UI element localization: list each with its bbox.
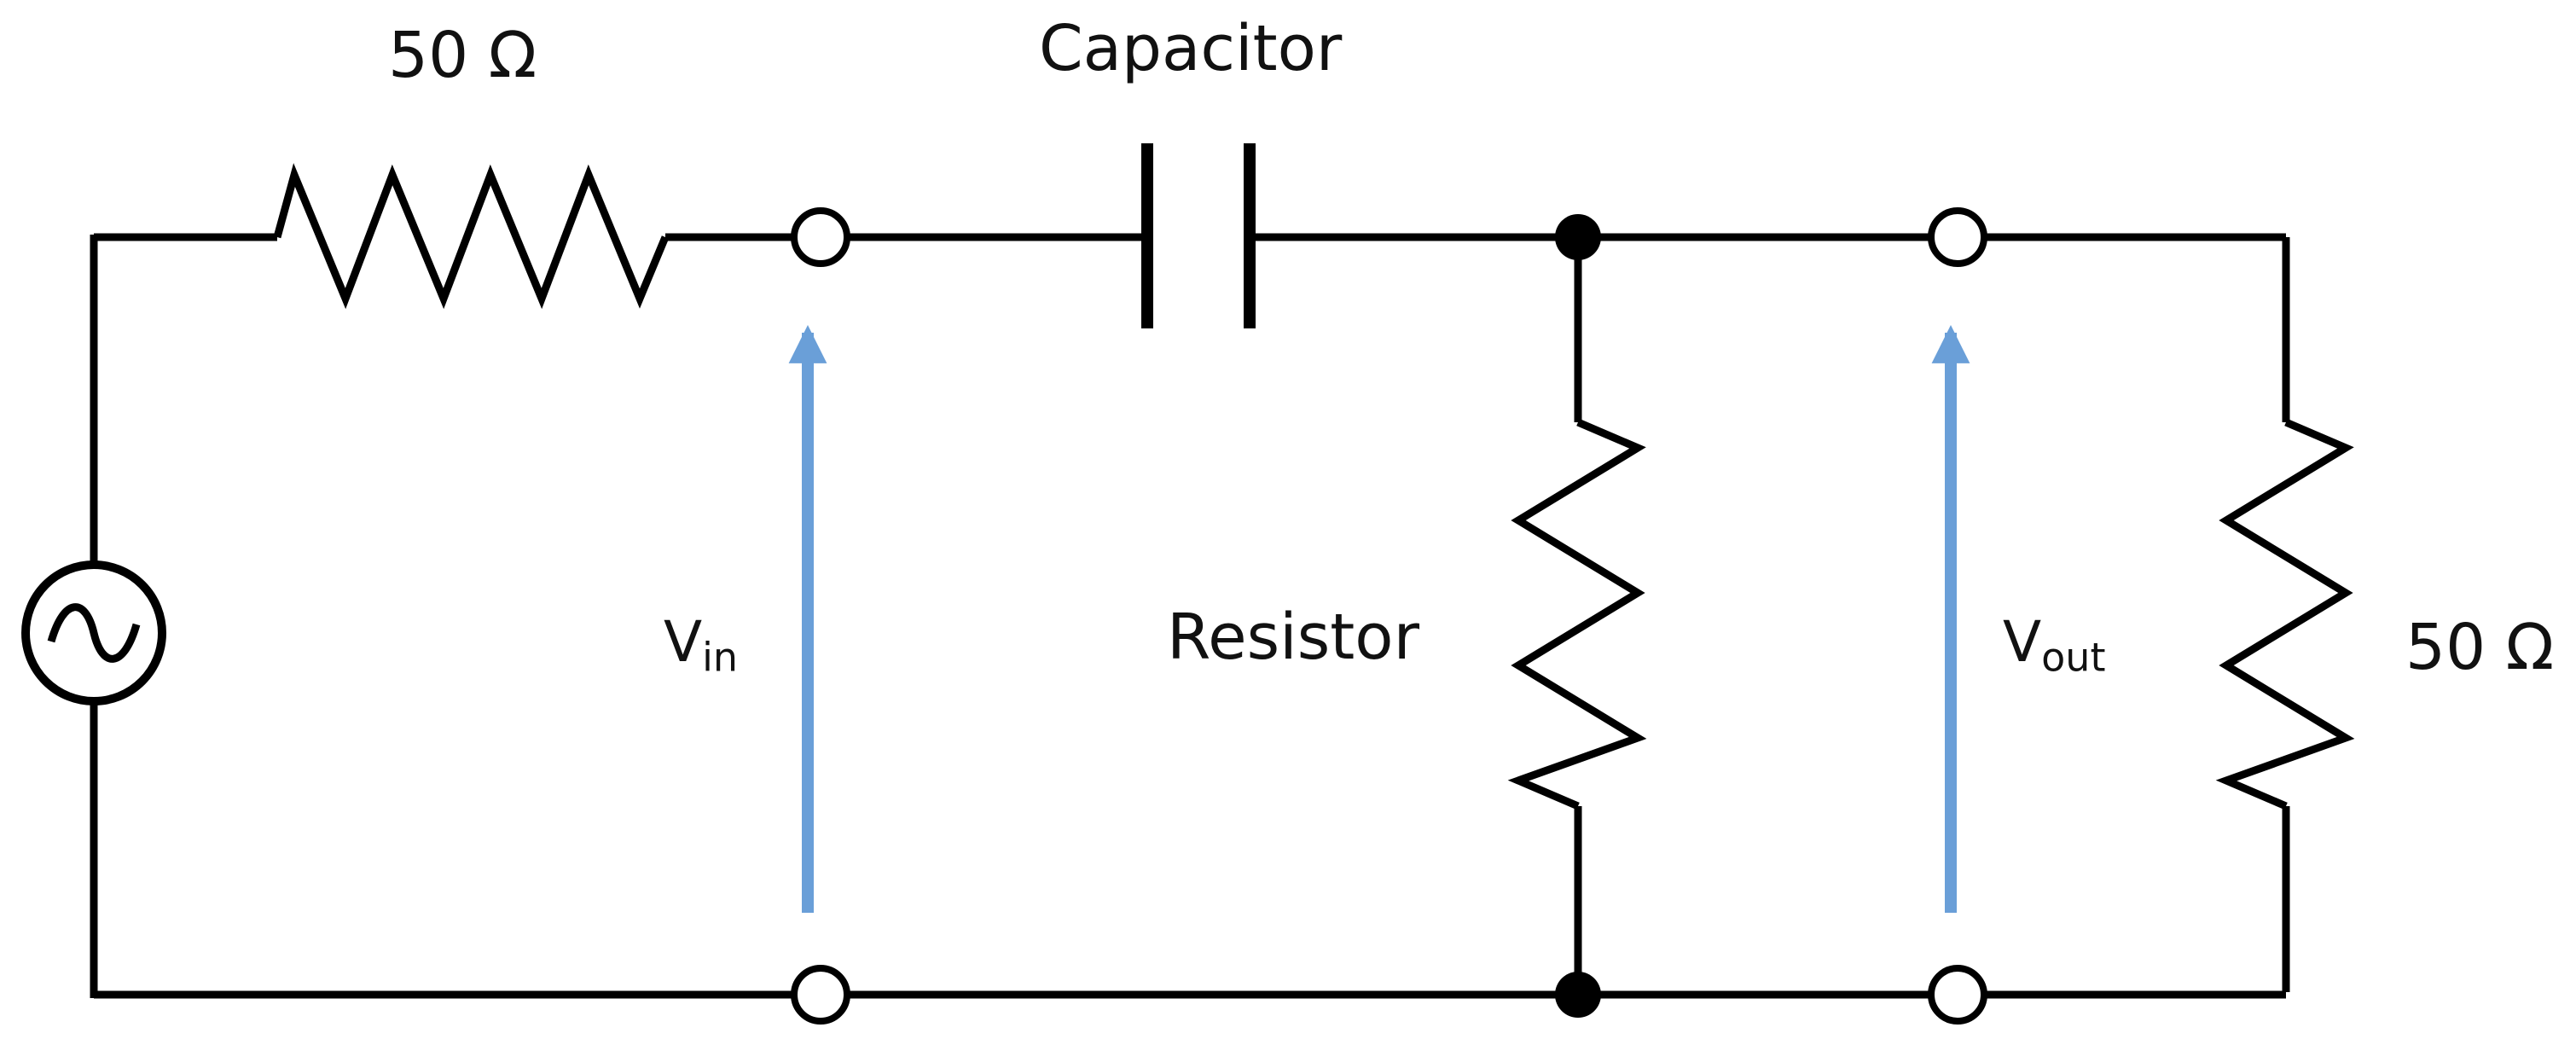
junction-dot-icon: [1555, 214, 1601, 260]
vout-label: Vout: [2003, 614, 2106, 677]
vout-label-main: V: [2003, 609, 2042, 675]
junction-dot-icon: [1555, 972, 1601, 1018]
open-terminal-icon: [1928, 965, 1987, 1025]
source-resistor-label: 50 Ω: [388, 19, 537, 92]
vin-label-subscript: in: [702, 634, 739, 681]
vout-label-subscript: out: [2041, 634, 2106, 681]
load-resistor-label: 50 Ω: [2405, 611, 2555, 684]
open-terminal-icon: [791, 207, 850, 267]
open-terminal-icon: [791, 965, 850, 1025]
open-terminal-icon: [1928, 207, 1987, 267]
shunt-resistor: [1507, 418, 1647, 810]
vin-label: Vin: [664, 614, 738, 677]
vin-label-main: V: [664, 609, 703, 675]
resistor-label: Resistor: [1167, 601, 1419, 674]
ac-source-icon: [21, 560, 166, 705]
load-resistor: [2215, 418, 2355, 810]
source-resistor: [273, 163, 670, 310]
capacitor-label: Capacitor: [1039, 12, 1343, 85]
